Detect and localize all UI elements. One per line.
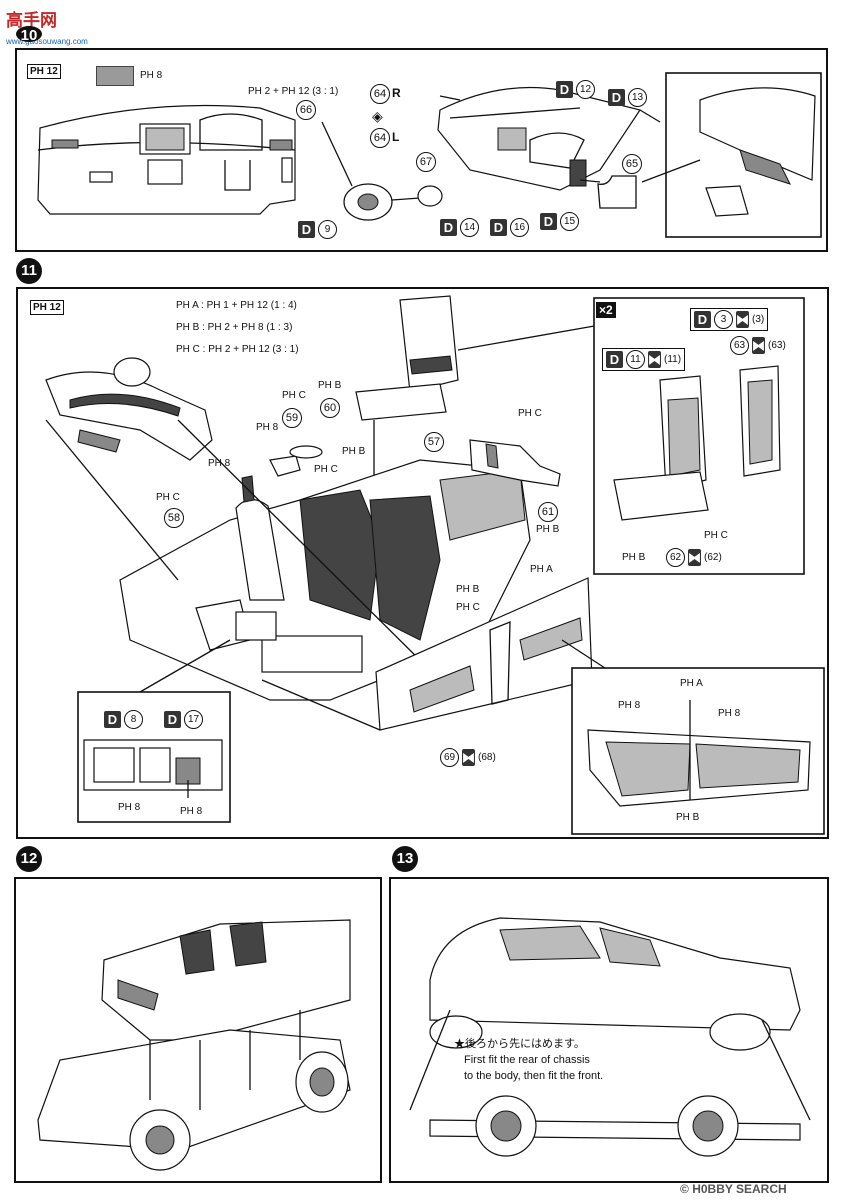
note-japanese: ★後ろから先にはめます。 bbox=[454, 1038, 585, 1050]
phc-rear: PH C bbox=[518, 408, 542, 419]
part-57: 57 bbox=[424, 432, 444, 452]
seat-ph-c: PH C bbox=[704, 530, 728, 541]
seat-ph-b: PH B bbox=[622, 552, 646, 563]
step-11-number: 11 bbox=[16, 258, 42, 284]
phb-rear: PH B bbox=[536, 524, 560, 535]
part-64-l: 64 bbox=[370, 128, 390, 148]
console-ph8-a: PH 8 bbox=[118, 802, 141, 813]
watermark-logo-chars: 高手网 bbox=[6, 11, 57, 30]
assembly-note: ★後ろから先にはめます。 First fit the rear of chass… bbox=[454, 1036, 603, 1084]
site-watermark: 高手网 www.gaosouwang.com bbox=[6, 6, 88, 49]
mix-b: PH B : PH 2 + PH 8 (1 : 3) bbox=[176, 322, 293, 333]
label-r: R bbox=[392, 86, 401, 100]
step10-mix-label: PH 2 + PH 12 (3 : 1) bbox=[248, 86, 339, 97]
mix-a: PH A : PH 1 + PH 12 (1 : 4) bbox=[176, 300, 297, 311]
note-english-line1: First fit the rear of chassis bbox=[464, 1054, 590, 1066]
part-60: 60 bbox=[320, 398, 340, 418]
phc-shifter: PH C bbox=[156, 492, 180, 503]
color-swatch-ph8 bbox=[96, 66, 134, 86]
ph8-seat-lever: PH 8 bbox=[256, 422, 279, 433]
door-code-69: 69⧓(68) bbox=[440, 748, 496, 767]
part-67: 67 bbox=[416, 152, 436, 172]
swatch-label: PH 8 bbox=[140, 70, 163, 81]
part-64-r: 64 bbox=[370, 84, 390, 104]
phc-carpet: PH C bbox=[456, 602, 480, 613]
label-l: L bbox=[392, 130, 400, 144]
step-10-number: 10 bbox=[16, 26, 42, 42]
ph8-shifter: PH 8 bbox=[208, 458, 231, 469]
step11-paint-ref: PH 12 bbox=[30, 300, 64, 315]
phc-lever: PH C bbox=[282, 390, 306, 401]
note-english-line2: to the body, then fit the front. bbox=[464, 1070, 604, 1082]
part-61: 61 bbox=[538, 502, 558, 522]
phc-seat: PH C bbox=[314, 464, 338, 475]
part-59: 59 bbox=[282, 408, 302, 428]
step10-paint-ref: PH 12 bbox=[27, 64, 61, 79]
phb-carpet: PH B bbox=[456, 584, 480, 595]
mix-c: PH C : PH 2 + PH 12 (3 : 1) bbox=[176, 344, 299, 355]
times-2-badge: ×2 bbox=[596, 302, 616, 318]
seat-code-62: 62⧓(62) bbox=[666, 548, 722, 567]
step-10-panel bbox=[15, 48, 828, 252]
phb-cap: PH B bbox=[318, 380, 342, 391]
phb-seat: PH B bbox=[342, 446, 366, 457]
hobbysearch-watermark: © H0BBY SEARCH bbox=[680, 1182, 787, 1196]
watermark-url: www.gaosouwang.com bbox=[6, 37, 88, 46]
door-phb: PH B bbox=[676, 812, 700, 823]
door-pha: PH A bbox=[680, 678, 703, 689]
step-13-number: 13 bbox=[392, 846, 418, 872]
door-ph8-a: PH 8 bbox=[618, 700, 641, 711]
step-12-number: 12 bbox=[16, 846, 42, 872]
console-ph8-b: PH 8 bbox=[180, 806, 203, 817]
part-65: 65 bbox=[622, 154, 642, 174]
pha-body: PH A bbox=[530, 564, 553, 575]
seat-code-63: 63⧓(63) bbox=[730, 336, 786, 355]
door-ph8-b: PH 8 bbox=[718, 708, 741, 719]
part-64-symbol-icon: ◈ bbox=[372, 108, 383, 124]
part-66: 66 bbox=[296, 100, 316, 120]
part-58: 58 bbox=[164, 508, 184, 528]
